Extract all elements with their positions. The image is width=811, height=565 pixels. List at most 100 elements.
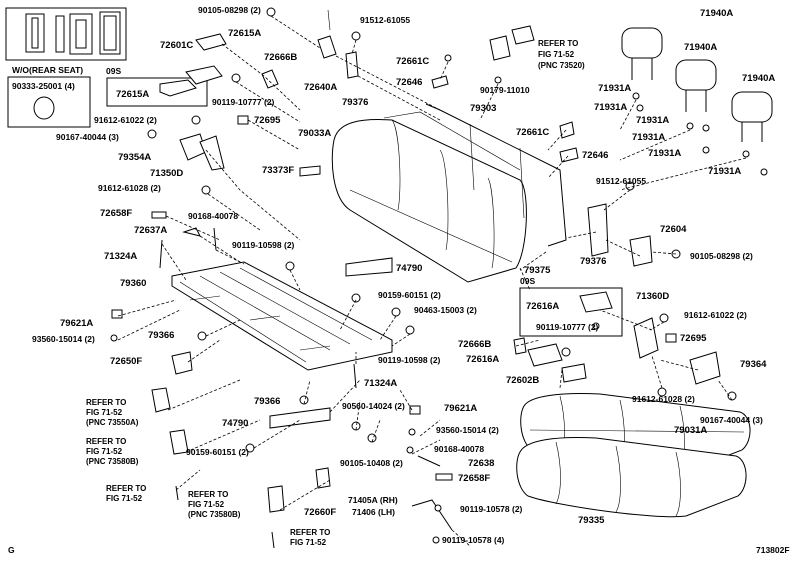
label-l77: 72660F xyxy=(304,507,336,518)
label-l04: 72601C xyxy=(160,40,193,51)
hinge-79376-top xyxy=(345,51,359,79)
label-l14: 79303 xyxy=(470,103,496,114)
label-l55: 79364 xyxy=(740,359,767,370)
label-l09: 90179-11010 xyxy=(480,85,530,95)
clip-72661c-top xyxy=(444,54,452,62)
cover-73373f xyxy=(299,165,321,177)
pad-79366 xyxy=(197,331,207,341)
clip-79621a-lower xyxy=(409,405,421,415)
bracket-71360d xyxy=(633,317,659,359)
bolt-91612-top xyxy=(191,115,201,125)
cap-72646-top xyxy=(431,75,449,89)
lock-72640a xyxy=(317,35,337,59)
headrest-2 xyxy=(675,59,717,112)
label-l19: 91612-61022 (2) xyxy=(94,115,157,125)
label-l18: 71931A xyxy=(594,102,627,113)
label-l62: 79366 xyxy=(254,396,280,407)
label-l29: 71350D xyxy=(150,168,183,179)
label-l31: 71931A xyxy=(708,166,741,177)
bolt-91512-top xyxy=(351,31,361,41)
label-l60: 91612-61028 (2) xyxy=(632,394,695,404)
box-right-code: 09S xyxy=(520,276,535,286)
bracket-72601c xyxy=(195,33,227,51)
cover-74790-top xyxy=(345,257,393,277)
label-l40: 90105-08298 (2) xyxy=(690,251,753,261)
label-l67: 93560-15014 (2) xyxy=(436,425,499,435)
belt-anchor xyxy=(489,35,511,61)
bolt-ref-2 xyxy=(271,531,275,549)
bolt-ref-1 xyxy=(175,485,179,501)
label-l43: 79375 xyxy=(524,265,551,276)
box-top-left-code: 09S xyxy=(106,66,121,76)
label-l23: 71931A xyxy=(636,115,669,126)
bolt-90119 xyxy=(231,73,241,83)
label-l71: 72638 xyxy=(468,458,494,469)
cover-72616a xyxy=(527,343,563,367)
cover-74790 xyxy=(269,407,331,429)
bolt-90167 xyxy=(147,129,157,139)
label-l05: 72615A xyxy=(228,28,261,39)
seat-cushion-79335 xyxy=(516,437,747,518)
bolt-93560 xyxy=(110,334,118,342)
label-l15: 71931A xyxy=(598,83,631,94)
bolt-90159-mid xyxy=(351,293,361,303)
label-l48: 90463-15003 (2) xyxy=(414,305,477,315)
box-right-part-1: 72616A xyxy=(526,301,559,312)
bracket-72650f xyxy=(171,351,193,375)
label-l01: 90105-08298 (2) xyxy=(198,5,261,15)
stud-71324a-lower xyxy=(353,363,357,389)
label-l75: 90119-10578 (2) xyxy=(460,504,523,514)
label-l66: 74790 xyxy=(222,418,248,429)
bolt-90179 xyxy=(494,76,502,84)
label-l47: 91612-61022 (2) xyxy=(684,310,747,320)
cover-72666b-lower xyxy=(513,337,527,355)
label-l11: 72615A xyxy=(116,89,149,100)
belt-73580b-lower xyxy=(267,485,285,513)
variant-label: W/O(REAR SEAT) xyxy=(12,65,83,75)
stud-71324a xyxy=(159,239,163,269)
label-l49: 79621A xyxy=(60,318,93,329)
belt-buckle xyxy=(511,25,535,45)
bolt-90105 xyxy=(266,7,276,17)
bolt-93560-lower xyxy=(408,428,416,436)
label-l03: 71940A xyxy=(700,8,733,19)
label-l21: 79033A xyxy=(298,128,331,139)
bolt-91612-right-top xyxy=(659,313,669,323)
bolt-91612-bottom xyxy=(201,185,211,195)
label-l08: 72646 xyxy=(396,77,422,88)
bolt-90119-10578 xyxy=(434,504,442,512)
bracket-79364 xyxy=(689,351,721,385)
label-l53: 93560-15014 (2) xyxy=(32,334,95,344)
label-l10: 71940A xyxy=(684,42,717,53)
label-l42: 74790 xyxy=(396,263,422,274)
part-labels: 90105-08298 (2) 91512-61055 71940A 72601… xyxy=(32,5,775,545)
label-l64: 79621A xyxy=(444,403,477,414)
seat-frame-79360 xyxy=(171,261,393,371)
figure-code: 713802F xyxy=(756,545,790,555)
cap-72695-right xyxy=(665,333,677,343)
label-l72: 72658F xyxy=(458,473,490,484)
label-l68: 90168-40078 xyxy=(434,444,484,454)
callout-box-top-left: 90333-25001 (4) xyxy=(7,76,91,128)
label-l57: 90119-10598 (2) xyxy=(378,355,441,365)
label-l07: 72666B xyxy=(264,52,297,63)
label-l41: 79376 xyxy=(580,256,606,267)
callout-box-left xyxy=(106,77,208,107)
label-l22: 72661C xyxy=(516,127,549,138)
bolt-90168-lower xyxy=(406,446,414,454)
belt-73580b xyxy=(169,429,189,455)
label-l27: 79354A xyxy=(118,152,151,163)
label-l74: 71406 (LH) xyxy=(352,507,395,517)
label-l78: 90119-10578 (4) xyxy=(442,535,505,545)
box-right-part-2: 90119-10777 (2) xyxy=(536,322,599,332)
bracket-71350d xyxy=(199,135,225,171)
label-l26: 71931A xyxy=(632,132,665,143)
